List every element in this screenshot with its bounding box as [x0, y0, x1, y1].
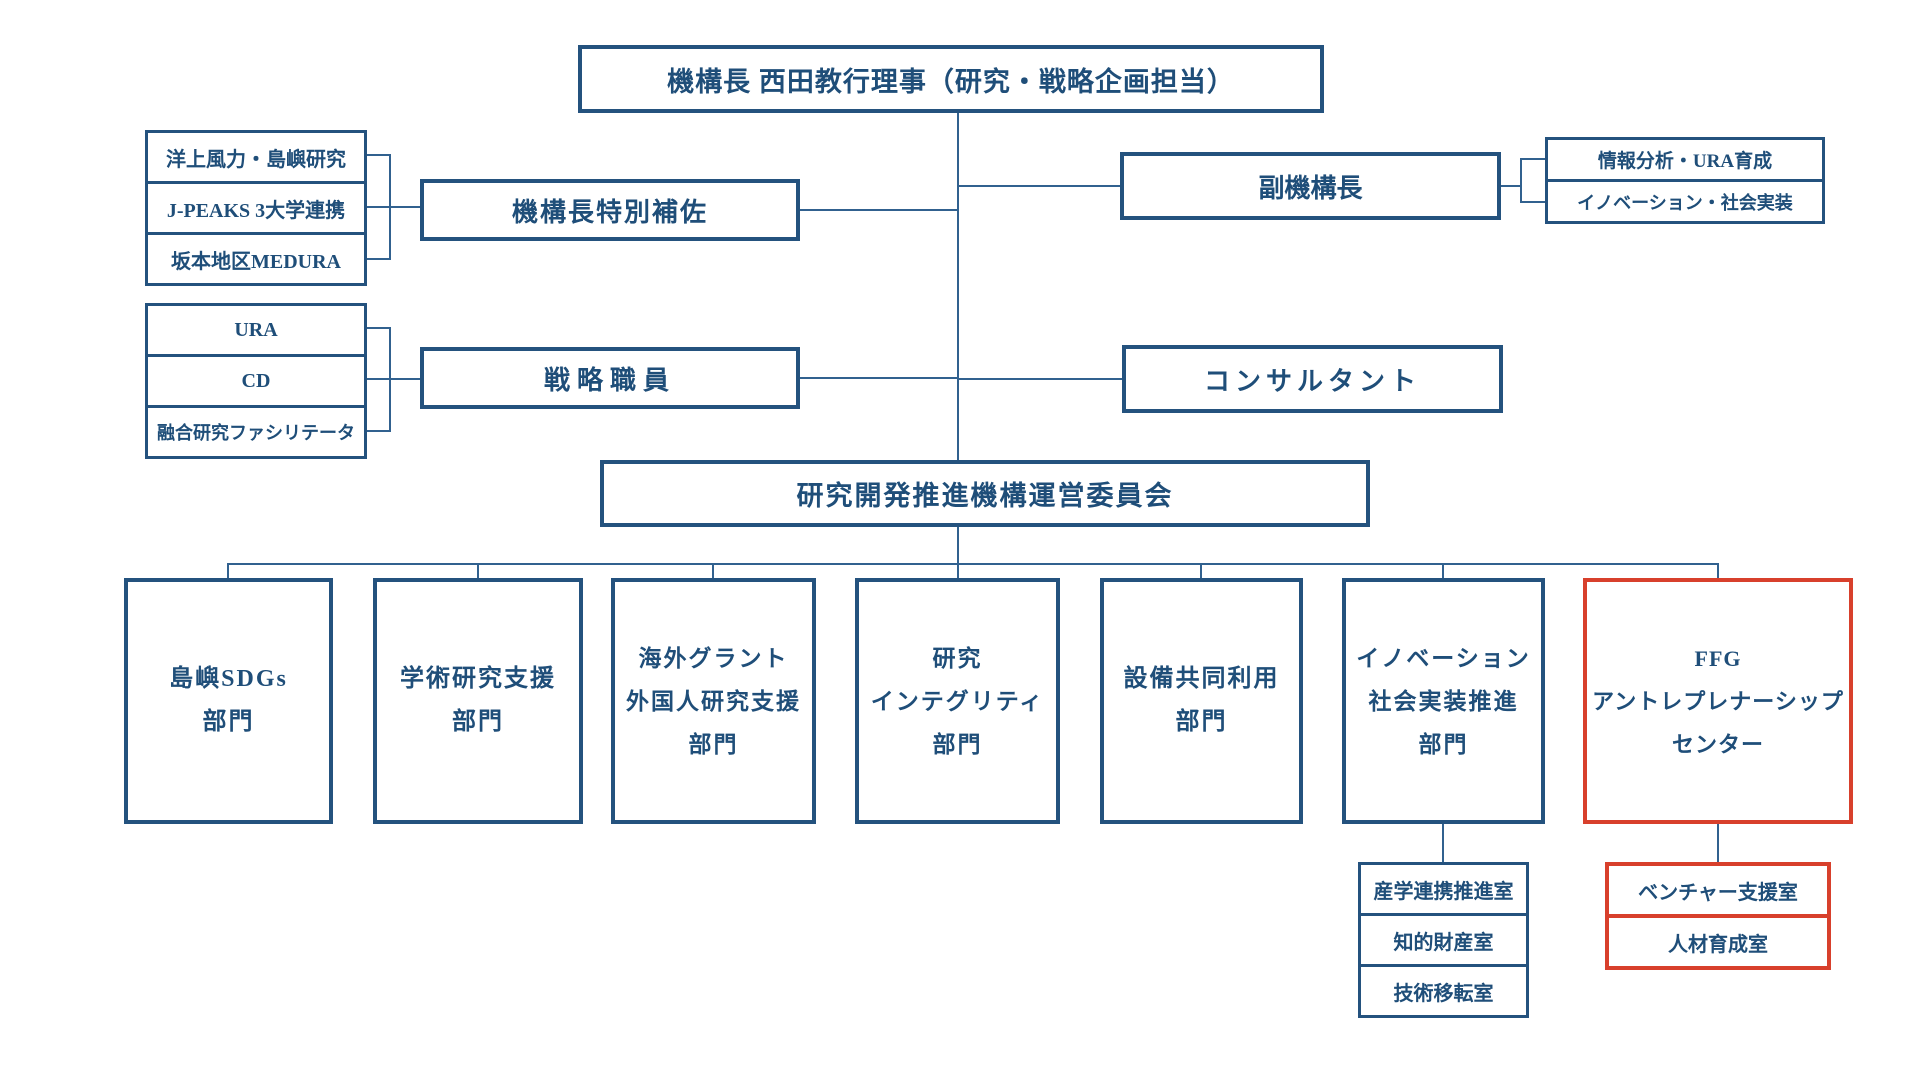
deputy-bracket-vertical	[1520, 158, 1522, 203]
department-label-line: インテグリティ	[870, 688, 1045, 714]
root-box: 機構長 西田教行理事（研究・戦略企画担当）	[578, 45, 1324, 113]
innovation-office-row-2: 知的財産室	[1358, 913, 1529, 967]
department-label-line: 部門	[688, 731, 739, 757]
staff-role-row-1: URA	[145, 303, 367, 357]
staff-role-label: URA	[234, 318, 278, 341]
consultant-box: コンサルタント	[1122, 345, 1503, 413]
advisor-topic-label: 洋上風力・島嶼研究	[166, 148, 346, 171]
department-label-line: センター	[1671, 731, 1764, 757]
special-advisor-label: 機構長特別補佐	[511, 197, 708, 227]
department-label-line: 設備共同利用	[1123, 666, 1280, 692]
department-label-line: イノベーション	[1356, 645, 1531, 671]
ffg-office-label: 人材育成室	[1668, 933, 1768, 956]
committee-label: 研究開発推進機構運営委員会	[796, 481, 1174, 511]
department-label-line: 部門	[452, 709, 504, 735]
trunk-line-top	[957, 112, 959, 460]
department-label-line: アントレプレナーシップ	[1592, 688, 1844, 714]
department-label-line: 島嶼SDGs	[169, 666, 288, 692]
drop-line-3	[712, 563, 714, 579]
drop-line-4	[957, 563, 959, 579]
advisor-bracket-stub-2	[364, 206, 422, 208]
deputy-connector	[957, 185, 1122, 187]
innovation-office-label: 技術移転室	[1393, 982, 1494, 1005]
advisor-bracket-stub-3	[364, 258, 391, 260]
strategic-staff-label: 戦略職員	[543, 365, 676, 395]
trunk-line-mid	[957, 527, 959, 564]
department-label-line: 部門	[1175, 709, 1228, 735]
innovation-office-row-1: 産学連携推進室	[1358, 862, 1529, 916]
drop-line-1	[227, 563, 229, 579]
deputy-bracket-stub-1	[1520, 158, 1547, 160]
drop-line-7	[1717, 563, 1719, 579]
innovation-office-label: 産学連携推進室	[1373, 880, 1514, 903]
deputy-bracket-stub-2	[1520, 201, 1547, 203]
deputy-topic-label: イノベーション・社会実装	[1577, 192, 1793, 213]
special-advisor-box: 機構長特別補佐	[420, 179, 800, 241]
staff-role-row-2: CD	[145, 354, 367, 408]
department-label-line: 外国人研究支援	[626, 688, 801, 714]
advisor-topic-label: J-PEAKS 3大学連携	[166, 199, 346, 222]
deputy-bracket-horizontal	[1499, 185, 1522, 187]
deputy-box: 副機構長	[1120, 152, 1501, 220]
ffg-office-row-2: 人材育成室	[1605, 914, 1831, 970]
department-label-line: FFG	[1694, 645, 1742, 671]
advisor-topic-label: 坂本地区MEDURA	[171, 250, 341, 273]
deputy-topic-label: 情報分析・URA育成	[1597, 151, 1773, 172]
department-label-line: 部門	[202, 709, 255, 735]
advisor-connector	[798, 209, 958, 211]
department-box-academic-research: 学術研究支援 部門	[373, 578, 583, 824]
department-box-islands-sdgs: 島嶼SDGs 部門	[124, 578, 333, 824]
ffg-office-label: ベンチャー支援室	[1638, 881, 1798, 904]
advisor-topic-row-1: 洋上風力・島嶼研究	[145, 130, 367, 184]
staff-bracket-stub-1	[364, 327, 391, 329]
staff-role-label: CD	[241, 369, 271, 392]
department-box-research-integrity: 研究 インテグリティ 部門	[855, 578, 1060, 824]
innovation-office-row-3: 技術移転室	[1358, 964, 1529, 1018]
consultant-label: コンサルタント	[1203, 366, 1421, 396]
drop-line-6	[1442, 563, 1444, 579]
advisor-topic-row-3: 坂本地区MEDURA	[145, 232, 367, 286]
drop-line-5	[1200, 563, 1202, 579]
staff-role-row-3: 融合研究ファシリテータ	[145, 405, 367, 459]
deputy-topic-row-2: イノベーション・社会実装	[1545, 179, 1825, 224]
department-box-shared-facilities: 設備共同利用 部門	[1100, 578, 1303, 824]
deputy-topic-row-1: 情報分析・URA育成	[1545, 137, 1825, 182]
ffg-office-row-1: ベンチャー支援室	[1605, 862, 1831, 918]
department-label-line: 部門	[932, 731, 983, 757]
advisor-bracket-stub-1	[364, 154, 391, 156]
department-label-line: 海外グラント	[638, 645, 789, 671]
ffg-offices-drop	[1717, 822, 1719, 864]
department-label-line: 社会実装推進	[1368, 688, 1519, 714]
innovation-office-label: 知的財産室	[1393, 931, 1494, 954]
strategic-staff-box: 戦略職員	[420, 347, 800, 409]
department-label-line: 学術研究支援	[400, 666, 556, 692]
department-label-line: 研究	[932, 645, 983, 671]
root-label: 機構長 西田教行理事（研究・戦略企画担当）	[667, 66, 1235, 97]
department-box-innovation: イノベーション 社会実装推進 部門	[1342, 578, 1545, 824]
department-box-overseas-grant: 海外グラント 外国人研究支援 部門	[611, 578, 816, 824]
department-box-ffg-entrepreneurship: FFG アントレプレナーシップ センター	[1583, 578, 1853, 824]
innovation-offices-drop	[1442, 822, 1444, 864]
staff-bracket-stub-2	[364, 378, 422, 380]
department-label-line: 部門	[1418, 731, 1469, 757]
staff-bracket-stub-3	[364, 430, 391, 432]
consultant-connector	[957, 378, 1124, 380]
drop-line-2	[477, 563, 479, 579]
advisor-topic-row-2: J-PEAKS 3大学連携	[145, 181, 367, 235]
staff-role-label: 融合研究ファシリテータ	[157, 423, 355, 443]
staff-connector	[798, 377, 958, 379]
committee-box: 研究開発推進機構運営委員会	[600, 460, 1370, 527]
distributor-line	[227, 563, 1719, 565]
deputy-label: 副機構長	[1258, 173, 1363, 203]
